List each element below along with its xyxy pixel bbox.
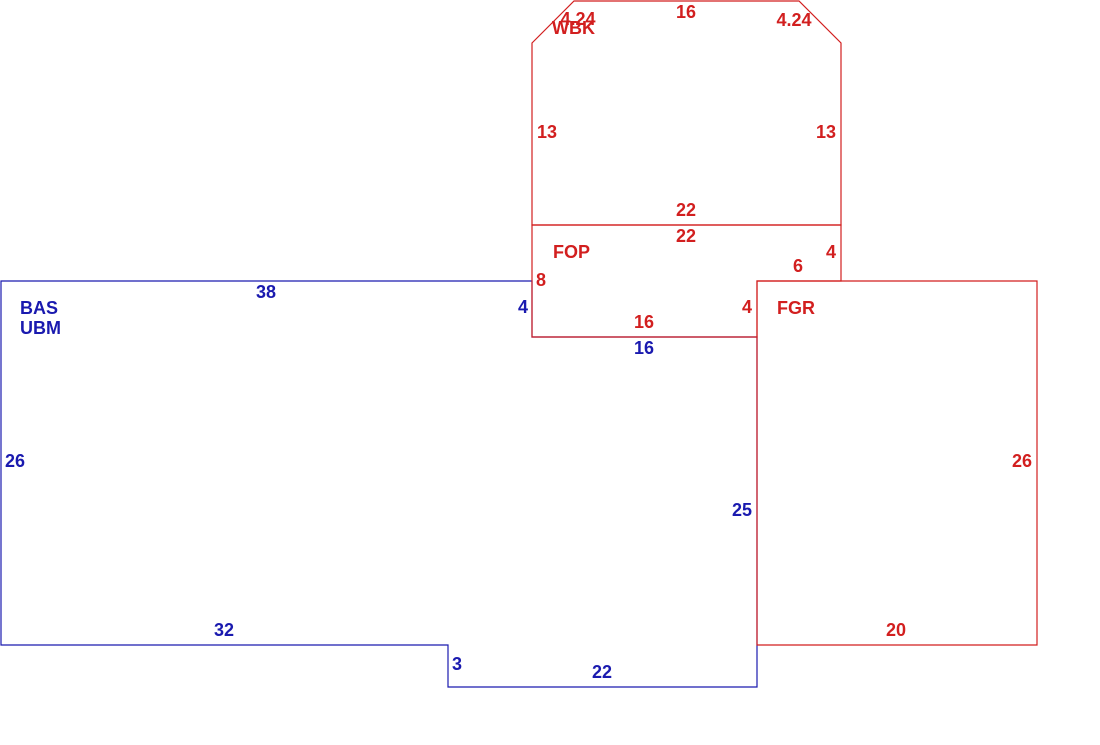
wbk-right-dimension: 13 xyxy=(816,122,836,142)
fop-step-top-dimension: 6 xyxy=(793,256,803,276)
fgr-bottom-dimension: 20 xyxy=(886,620,906,640)
bas-right-dimension: 25 xyxy=(732,500,752,520)
bas-left-dimension: 26 xyxy=(5,451,25,471)
wbk-left-dimension: 13 xyxy=(537,122,557,142)
fop-code-label: FOP xyxy=(553,242,590,262)
bas-code-label: BAS xyxy=(20,298,58,318)
ubm-code-label: UBM xyxy=(20,318,61,338)
wbk-top-dimension: 16 xyxy=(676,2,696,22)
fgr-right-dimension: 26 xyxy=(1012,451,1032,471)
fop-left-dimension: 8 xyxy=(536,270,546,290)
fgr-outline xyxy=(756,280,1038,646)
bas-step-dimension: 3 xyxy=(452,654,462,674)
fop-top-dimension: 22 xyxy=(676,226,696,246)
wbk-chamfer-right-dimension: 4.24 xyxy=(776,10,811,30)
wbk-outline xyxy=(531,0,842,226)
wbk-bottom-dimension: 22 xyxy=(676,200,696,220)
fop-right-upper-dimension: 4 xyxy=(826,242,836,262)
bas-top-dimension: 38 xyxy=(256,282,276,302)
bas-notch-top-dimension: 16 xyxy=(634,338,654,358)
fop-bottom-dimension: 16 xyxy=(634,312,654,332)
wbk-code-label: WBK xyxy=(552,18,595,38)
fgr-code-label: FGR xyxy=(777,298,815,318)
bas-bottom-right-dimension: 22 xyxy=(592,662,612,682)
bas-notch-side-dimension: 4 xyxy=(518,297,528,317)
wbk-chamfer-left-dimension: 4.24 xyxy=(560,9,595,29)
fop-right-lower-dimension: 4 xyxy=(742,297,752,317)
bas-bottom-left-dimension: 32 xyxy=(214,620,234,640)
